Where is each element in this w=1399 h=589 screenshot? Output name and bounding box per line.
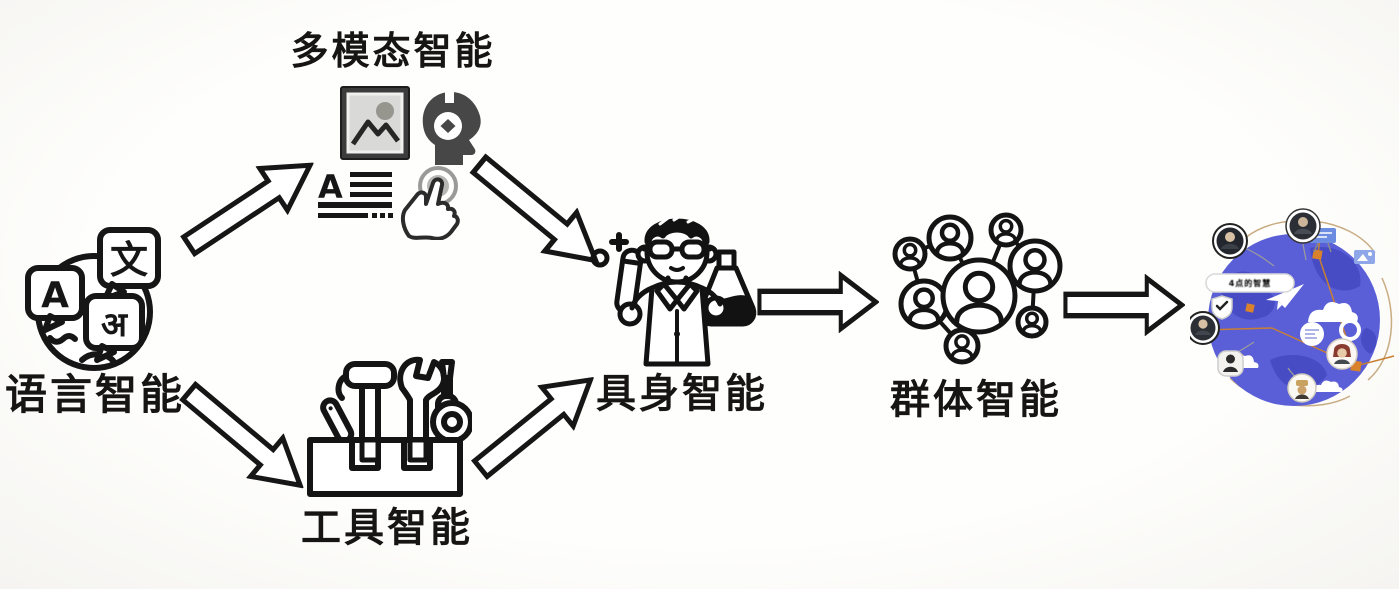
bubble-latin-glyph: A [41,275,69,316]
scientist-icon [590,213,757,367]
audio-head-icon [422,90,481,165]
language-node-label: 语言智能 [4,370,185,419]
arrow-embodied-to-collective [757,271,879,333]
people-network-icon [892,212,1063,365]
arrow-collective-to-global [1063,274,1185,336]
translation-globe-icon: 文 A अ [25,227,161,371]
collective-node-label: 群体智能 [890,376,1062,423]
arrow-language-to-tool [168,368,322,510]
multimodal-node-label: 多模态智能 [290,28,496,73]
text-icon-letter: A [318,170,343,206]
toolbox-icon [307,356,472,497]
globe-pill-text: 4点的智慧 [1229,278,1272,288]
avatar-group [1190,208,1358,403]
tool-node-label: 工具智能 [301,504,473,551]
text-lines-icon: A [318,170,393,218]
arrow-language-to-multimodal [171,139,330,271]
image-icon [340,86,410,160]
embodied-node-label: 具身智能 [596,370,768,417]
globe-pill-label: 4点的智慧 [1205,273,1295,293]
bubble-hindi-glyph: अ [101,305,129,345]
touch-gesture-icon [400,166,460,240]
bubble-chinese-glyph: 文 [110,237,148,282]
global-network-illustration: 4点的智慧 [1190,208,1395,407]
